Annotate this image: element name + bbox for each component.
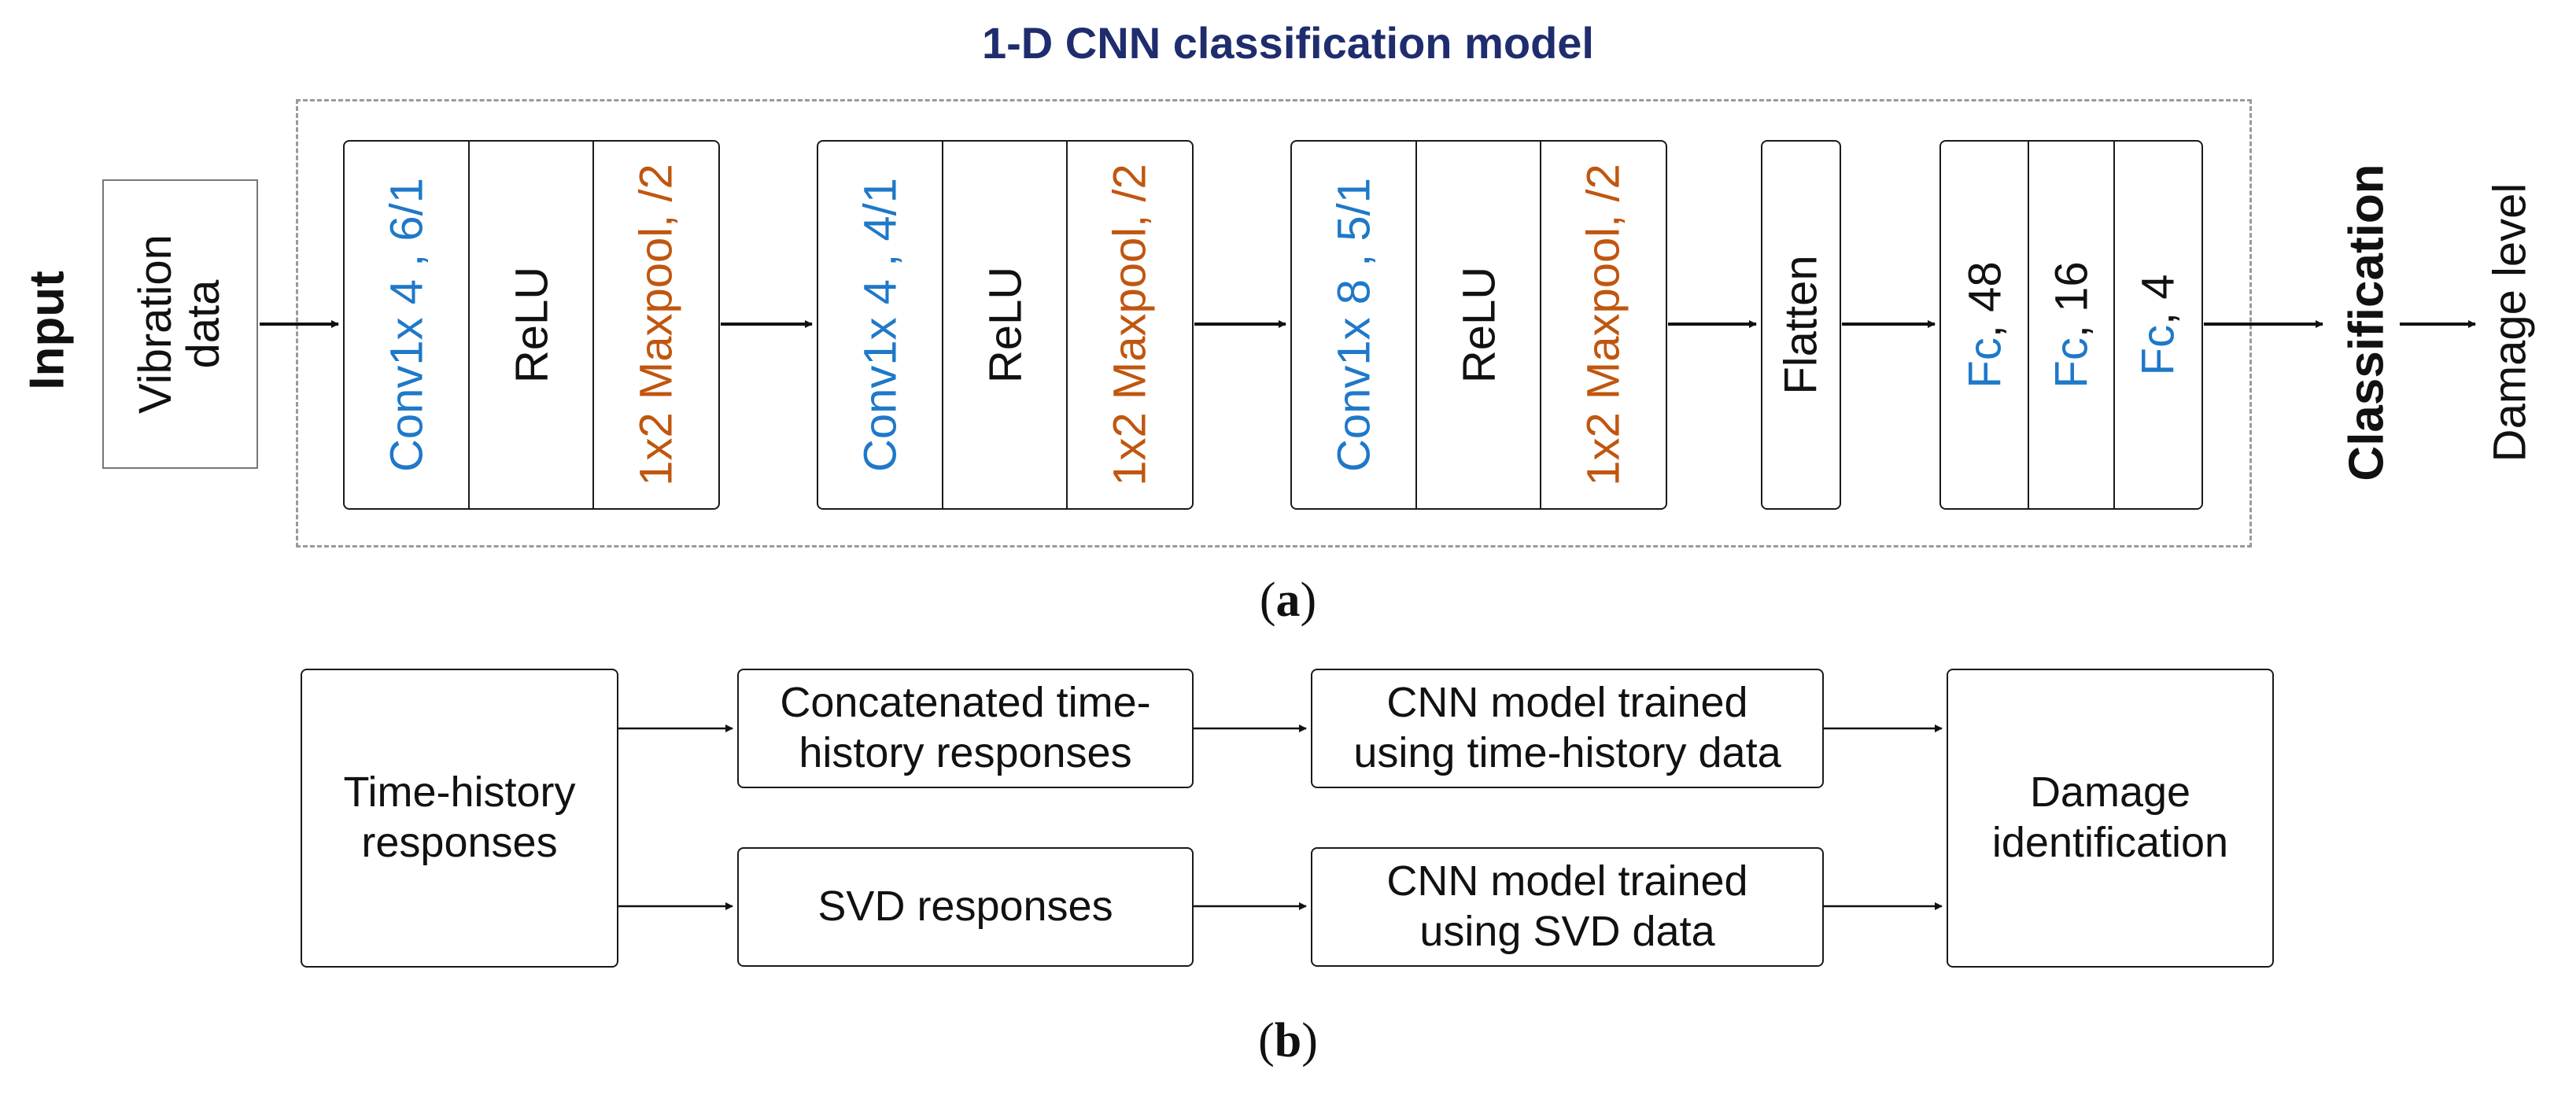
vibration-data-box: Vibration data: [102, 179, 258, 469]
concatenated-box: Concatenated time- history responses: [737, 669, 1194, 788]
maxpool-layer-2: 1x2 Maxpool, /2: [1066, 140, 1194, 510]
fc-layer-48: Fc, 48: [1939, 140, 2030, 510]
maxpool-layer-3: 1x2 Maxpool, /2: [1540, 140, 1667, 510]
fc-layer-4: Fc, 4: [2113, 140, 2203, 510]
relu-layer-3: ReLU: [1415, 140, 1542, 510]
fc-layer-16: Fc, 16: [2028, 140, 2116, 510]
conv-layer-1: Conv1x 4 , 6/1: [343, 140, 471, 510]
panel-a-label: (a): [1259, 573, 1317, 627]
cnn-svd-box: CNN model trained using SVD data: [1311, 847, 1824, 967]
cnn-time-history-box: CNN model trained using time-history dat…: [1311, 669, 1824, 788]
svd-box: SVD responses: [737, 847, 1194, 967]
panel-b-label: (b): [1258, 1014, 1318, 1067]
flatten-layer: Flatten: [1761, 140, 1841, 510]
time-history-box: Time-history responses: [301, 669, 618, 968]
conv-layer-3: Conv1x 8 , 5/1: [1290, 140, 1418, 510]
diagram-title: 1-D CNN classification model: [982, 18, 1594, 68]
damage-identification-box: Damage identification: [1947, 669, 2274, 968]
conv-layer-2: Conv1x 4 , 4/1: [817, 140, 944, 510]
maxpool-layer-1: 1x2 Maxpool, /2: [592, 140, 720, 510]
relu-layer-2: ReLU: [942, 140, 1068, 510]
